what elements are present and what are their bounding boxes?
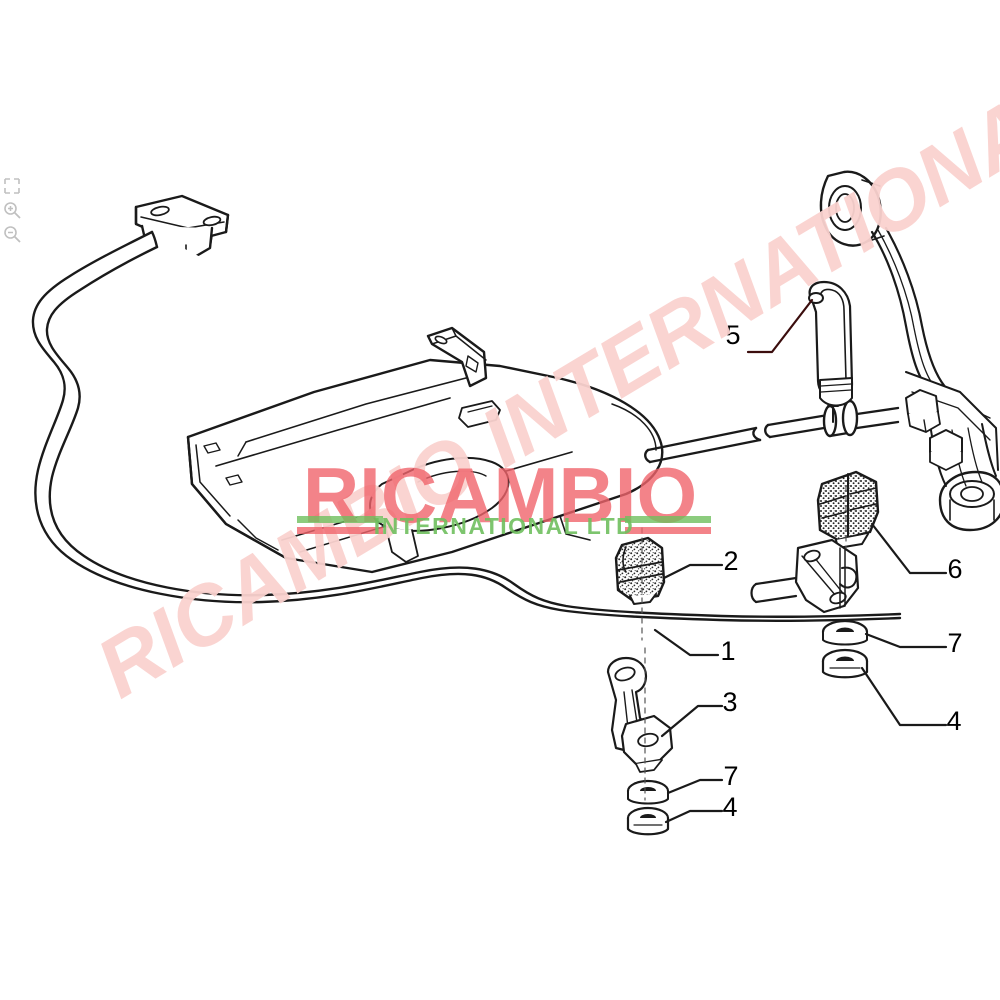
- drop-link-left-part3: [606, 656, 674, 773]
- fullscreen-icon[interactable]: [2, 176, 22, 196]
- assembly-centerline: [641, 485, 847, 801]
- washer-left-part7: [626, 779, 670, 805]
- washer-right-part7: [821, 619, 869, 646]
- watermark-brand-text: RICAMBIO: [303, 451, 697, 539]
- watermark-flag-red-left: [297, 527, 383, 534]
- zoom-out-icon[interactable]: [2, 224, 22, 244]
- watermark-flag-green-right: [625, 516, 711, 523]
- zoom-in-icon[interactable]: [2, 200, 22, 220]
- callout-4-left-label: 4: [722, 792, 737, 822]
- bar-bushing-clamp-part6: [816, 470, 880, 549]
- callout-2-label: 2: [723, 546, 738, 576]
- bar-bushing-clamp-part2: [614, 536, 666, 605]
- watermark-subtitle-text: INTERNATIONAL LTD: [374, 513, 635, 539]
- nut-right-part4: [821, 648, 869, 679]
- callout-numbers: 1 2 3 4 7 5 6 7 4: [720, 320, 962, 822]
- callout-6-label: 6: [947, 554, 962, 584]
- leader-lines: [653, 298, 948, 824]
- watermark-flag-right-red: [625, 527, 711, 534]
- viewer-toolbar: [2, 176, 28, 248]
- callout-3-label: 3: [722, 687, 737, 717]
- callout-5-label: 5: [725, 320, 740, 350]
- drop-link-right: [750, 538, 860, 614]
- bar-clamp-upper-part5: [808, 280, 854, 423]
- callout-1-label: 1: [720, 636, 735, 666]
- steering-tie-rod: [644, 374, 900, 464]
- arm-pivot-bolt-2: [929, 429, 963, 471]
- watermark-brand-block: RICAMBIO INTERNATIONAL LTD: [297, 451, 711, 539]
- callout-7-right-label: 7: [947, 628, 962, 658]
- callout-4-right-label: 4: [946, 706, 961, 736]
- nut-left-part4: [626, 806, 670, 836]
- callout-7-left-label: 7: [723, 761, 738, 791]
- arm-pivot-bolt: [905, 389, 941, 433]
- watermark-flag-green-left: [297, 516, 383, 523]
- subframe-upper-tab: [426, 326, 488, 388]
